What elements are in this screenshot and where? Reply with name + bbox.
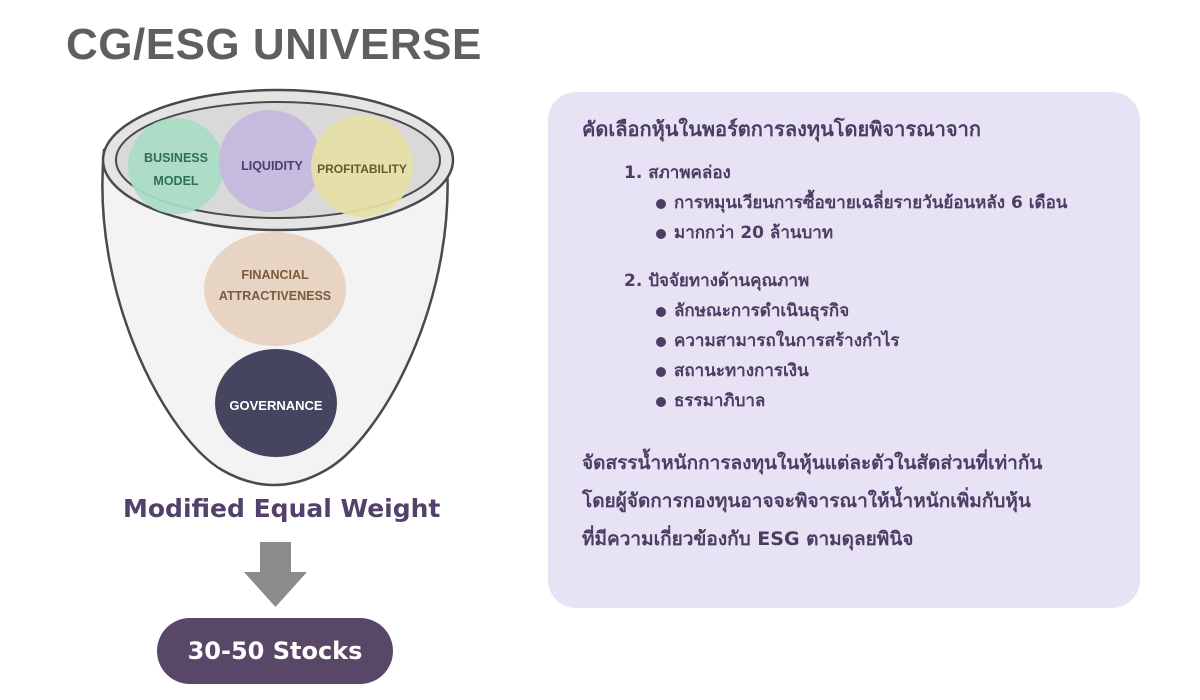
allocation-note-line: โดยผู้จัดการกองทุนอาจจะพิจารณาให้น้ำหนัก…	[582, 490, 1031, 512]
criteria-group-title: 2. ปัจจัยทางด้านคุณภาพ	[624, 271, 810, 291]
financial-attractiveness-circle	[204, 232, 346, 346]
liquidity-label: LIQUIDITY	[241, 159, 303, 173]
profitability-label: PROFITABILITY	[317, 162, 407, 176]
criteria-panel: คัดเลือกหุ้นในพอร์ตการลงทุนโดยพิจารณาจาก…	[548, 92, 1140, 608]
criteria-list: ลักษณะการดำเนินธุรกิจ ความสามารถในการสร้…	[582, 296, 1110, 416]
business-model-label-line-2: MODEL	[153, 174, 199, 188]
governance-label: GOVERNANCE	[229, 398, 323, 413]
criteria-group-liquidity: 1. สภาพคล่อง การหมุนเวียนการซื้อขายเฉลี่…	[582, 158, 1110, 248]
list-item: สถานะทางการเงิน	[656, 356, 1110, 386]
financial-attractiveness-label-line-2: ATTRACTIVENESS	[219, 289, 331, 303]
result-stocks-pill: 30-50 Stocks	[157, 618, 393, 684]
business-model-circle	[128, 118, 224, 214]
weighting-method-label: Modified Equal Weight	[123, 494, 441, 523]
page-title: CG/ESG UNIVERSE	[66, 20, 482, 69]
criteria-list: การหมุนเวียนการซื้อขายเฉลี่ยรายวันย้อนหล…	[582, 188, 1110, 248]
governance-circle	[215, 349, 337, 457]
allocation-note: จัดสรรน้ำหนักการลงทุนในหุ้นแต่ละตัวในสัด…	[582, 444, 1110, 558]
list-item: มากกว่า 20 ล้านบาท	[656, 218, 1110, 248]
profitability-circle	[311, 115, 413, 217]
business-model-label-line-1: BUSINESS	[144, 151, 208, 165]
down-arrow-icon	[244, 542, 307, 607]
criteria-group-title: 1. สภาพคล่อง	[624, 163, 731, 183]
list-item: ความสามารถในการสร้างกำไร	[656, 326, 1110, 356]
criteria-group-quality: 2. ปัจจัยทางด้านคุณภาพ ลักษณะการดำเนินธุ…	[582, 266, 1110, 416]
result-stocks-label: 30-50 Stocks	[187, 637, 363, 665]
list-item: ธรรมาภิบาล	[656, 386, 1110, 416]
criteria-heading: คัดเลือกหุ้นในพอร์ตการลงทุนโดยพิจารณาจาก	[582, 117, 981, 141]
financial-attractiveness-label-line-1: FINANCIAL	[241, 268, 309, 282]
allocation-note-line: จัดสรรน้ำหนักการลงทุนในหุ้นแต่ละตัวในสัด…	[582, 452, 1043, 474]
funnel-diagram: BUSINESS MODEL LIQUIDITY PROFITABILITY F…	[101, 88, 455, 607]
allocation-note-line: ที่มีความเกี่ยวข้องกับ ESG ตามดุลยพินิจ	[582, 528, 914, 550]
list-item: ลักษณะการดำเนินธุรกิจ	[656, 296, 1110, 326]
list-item: การหมุนเวียนการซื้อขายเฉลี่ยรายวันย้อนหล…	[656, 188, 1110, 218]
liquidity-circle	[219, 110, 321, 212]
